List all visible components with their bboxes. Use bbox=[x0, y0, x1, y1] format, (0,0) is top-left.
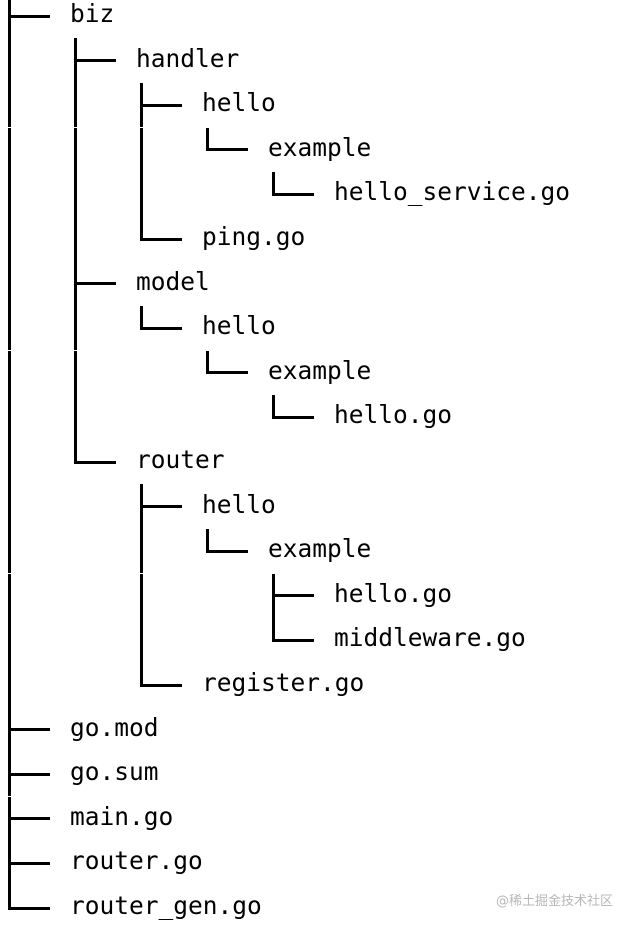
folder-name: handler bbox=[136, 43, 240, 73]
file-name: middleware.go bbox=[334, 623, 526, 653]
file-name: hello_service.go bbox=[334, 177, 571, 207]
tree-rail bbox=[7, 618, 11, 663]
tree-connector-vertical bbox=[73, 439, 77, 464]
file-name: hello.go bbox=[334, 400, 453, 430]
tree-connector-vertical bbox=[205, 350, 209, 375]
tree-connector-horizontal bbox=[271, 192, 314, 196]
tree-connector-horizontal bbox=[205, 148, 248, 152]
tree-connector-horizontal bbox=[73, 460, 116, 464]
folder-name: hello bbox=[202, 489, 276, 519]
tree-rail bbox=[7, 528, 11, 574]
tree-rail bbox=[7, 38, 11, 83]
tree-rail bbox=[7, 216, 11, 262]
tree-connector-vertical bbox=[271, 172, 275, 196]
folder-name: hello bbox=[202, 88, 276, 118]
tree-rail bbox=[7, 172, 11, 217]
tree-rail bbox=[73, 172, 77, 217]
tree-rail bbox=[139, 528, 143, 574]
folder-name: example bbox=[268, 355, 372, 385]
tree-rail bbox=[73, 305, 77, 351]
tree-rail bbox=[7, 305, 11, 351]
tree-connector-horizontal bbox=[205, 371, 248, 375]
tree-rail bbox=[7, 350, 11, 396]
tree-connector-horizontal bbox=[7, 906, 50, 910]
tree-connector-horizontal bbox=[7, 817, 50, 821]
file-name: go.sum bbox=[70, 757, 159, 787]
tree-connector-horizontal bbox=[7, 772, 50, 776]
tree-connector-horizontal bbox=[139, 237, 182, 241]
tree-rail bbox=[139, 172, 143, 217]
tree-connector-horizontal bbox=[7, 861, 50, 865]
tree-rail bbox=[73, 127, 77, 173]
folder-name: model bbox=[136, 266, 210, 296]
tree-connector-horizontal bbox=[73, 59, 116, 63]
tree-connector-vertical bbox=[205, 528, 209, 553]
tree-rail bbox=[139, 573, 143, 619]
file-name: go.mod bbox=[70, 712, 159, 742]
tree-rail bbox=[73, 350, 77, 396]
tree-connector-horizontal bbox=[7, 14, 50, 18]
file-name: router_gen.go bbox=[70, 891, 262, 920]
tree-connector-horizontal bbox=[271, 415, 314, 419]
tree-connector-vertical bbox=[271, 395, 275, 419]
file-name: router.go bbox=[70, 846, 203, 876]
folder-name: example bbox=[268, 534, 372, 564]
tree-connector-horizontal bbox=[271, 638, 314, 642]
tree-connector-vertical bbox=[139, 216, 143, 241]
watermark: @稀土掘金技术社区 bbox=[495, 894, 613, 909]
tree-connector-vertical bbox=[205, 127, 209, 152]
tree-rail bbox=[7, 662, 11, 708]
tree-connector-horizontal bbox=[139, 505, 182, 509]
tree-rail bbox=[7, 439, 11, 485]
tree-rail bbox=[7, 127, 11, 173]
tree-rail bbox=[73, 82, 77, 128]
tree-connector-vertical bbox=[7, 885, 11, 910]
folder-name: hello bbox=[202, 311, 276, 341]
folder-name: example bbox=[268, 132, 372, 162]
folder-name: router bbox=[136, 445, 225, 474]
file-name: hello.go bbox=[334, 578, 453, 608]
tree-connector-horizontal bbox=[205, 549, 248, 553]
tree-connector-horizontal bbox=[7, 728, 50, 732]
tree-rail bbox=[73, 216, 77, 262]
tree-rail bbox=[139, 618, 143, 663]
tree-rail bbox=[7, 82, 11, 128]
tree-connector-vertical bbox=[271, 618, 275, 642]
tree-rail bbox=[139, 127, 143, 173]
file-name: main.go bbox=[70, 801, 174, 831]
tree-connector-vertical bbox=[7, 0, 11, 39]
tree-rail bbox=[7, 573, 11, 619]
tree-rail bbox=[7, 395, 11, 440]
tree-connector-vertical bbox=[139, 305, 143, 330]
tree-connector-vertical bbox=[139, 662, 143, 687]
tree-connector-horizontal bbox=[139, 683, 182, 687]
tree-rail bbox=[73, 395, 77, 440]
tree-rail bbox=[7, 261, 11, 306]
tree-connector-horizontal bbox=[139, 326, 182, 330]
tree-connector-horizontal bbox=[271, 594, 314, 598]
file-name: ping.go bbox=[202, 222, 306, 251]
tree-rail bbox=[7, 484, 11, 529]
tree-connector-horizontal bbox=[139, 103, 182, 107]
file-name: register.go bbox=[202, 668, 365, 697]
folder-name: biz bbox=[70, 0, 115, 28]
tree-connector-horizontal bbox=[73, 282, 116, 286]
